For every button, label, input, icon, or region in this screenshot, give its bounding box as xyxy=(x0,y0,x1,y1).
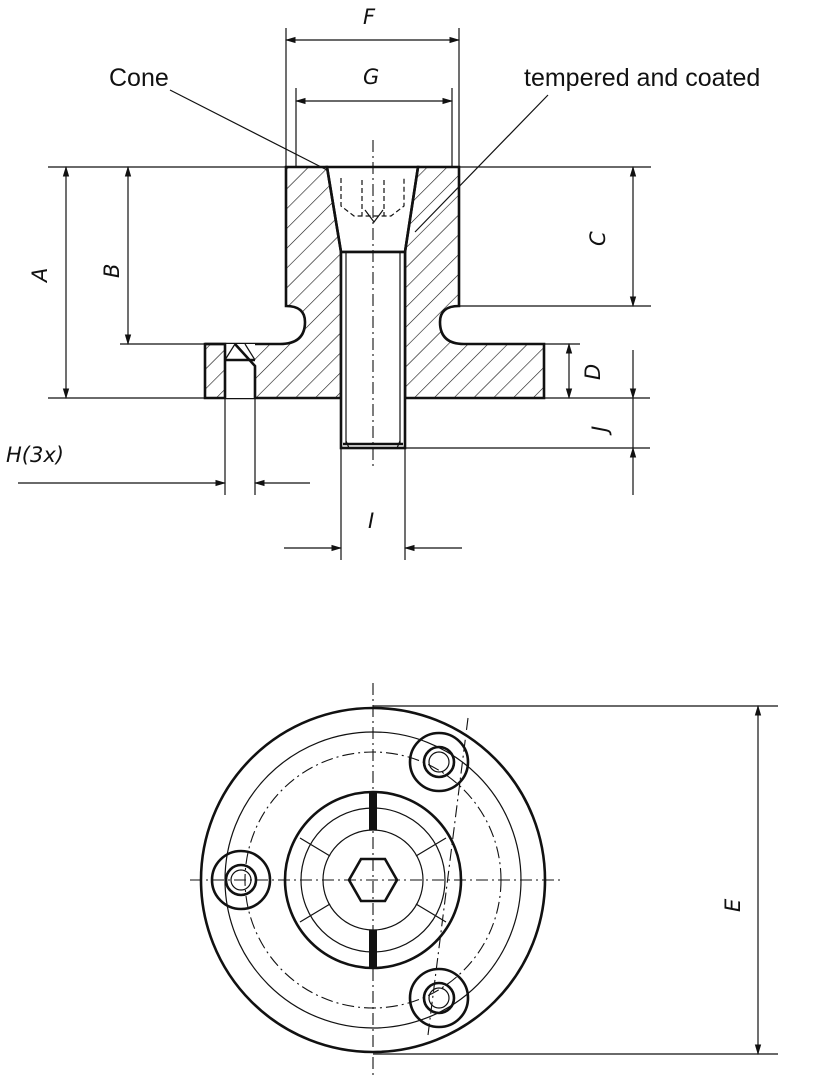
dim-label-f: F xyxy=(363,5,376,29)
bolt-circle xyxy=(244,751,502,1009)
body-right-section xyxy=(403,165,546,400)
flange-outline xyxy=(199,706,547,1054)
plan-view: E xyxy=(190,683,778,1075)
mounting-hole-bottom-right xyxy=(408,967,470,1029)
cone-leader xyxy=(169,89,328,171)
hub-slot-bottom xyxy=(369,930,377,968)
hex-socket-hidden xyxy=(340,178,405,217)
hub-slot-top xyxy=(369,792,377,830)
dim-label-i: I xyxy=(368,509,374,533)
body-left-section xyxy=(203,165,343,400)
tempered-leader xyxy=(414,94,549,233)
tempered-note: tempered and coated xyxy=(524,64,760,92)
dim-label-c: C xyxy=(586,231,610,246)
mounting-hole-left xyxy=(210,849,272,911)
dim-label-a: A xyxy=(28,268,52,284)
cone-note: Cone xyxy=(109,64,169,92)
counterbore-outline xyxy=(205,342,257,398)
hub-slots xyxy=(299,837,447,923)
dim-label-b: B xyxy=(100,264,124,278)
hex-socket-icon xyxy=(347,857,399,903)
plan-centerline-diagonal xyxy=(427,717,469,1036)
dim-label-g: G xyxy=(363,65,379,89)
dim-label-d: D xyxy=(581,364,605,380)
mounting-hole-top-right xyxy=(408,731,470,793)
section-view: Cone tempered and coated F G A B C D J H… xyxy=(6,5,760,560)
dim-label-j: J xyxy=(588,426,612,436)
dim-label-h: H(3x) xyxy=(6,443,64,467)
dim-label-e: E xyxy=(721,898,745,912)
